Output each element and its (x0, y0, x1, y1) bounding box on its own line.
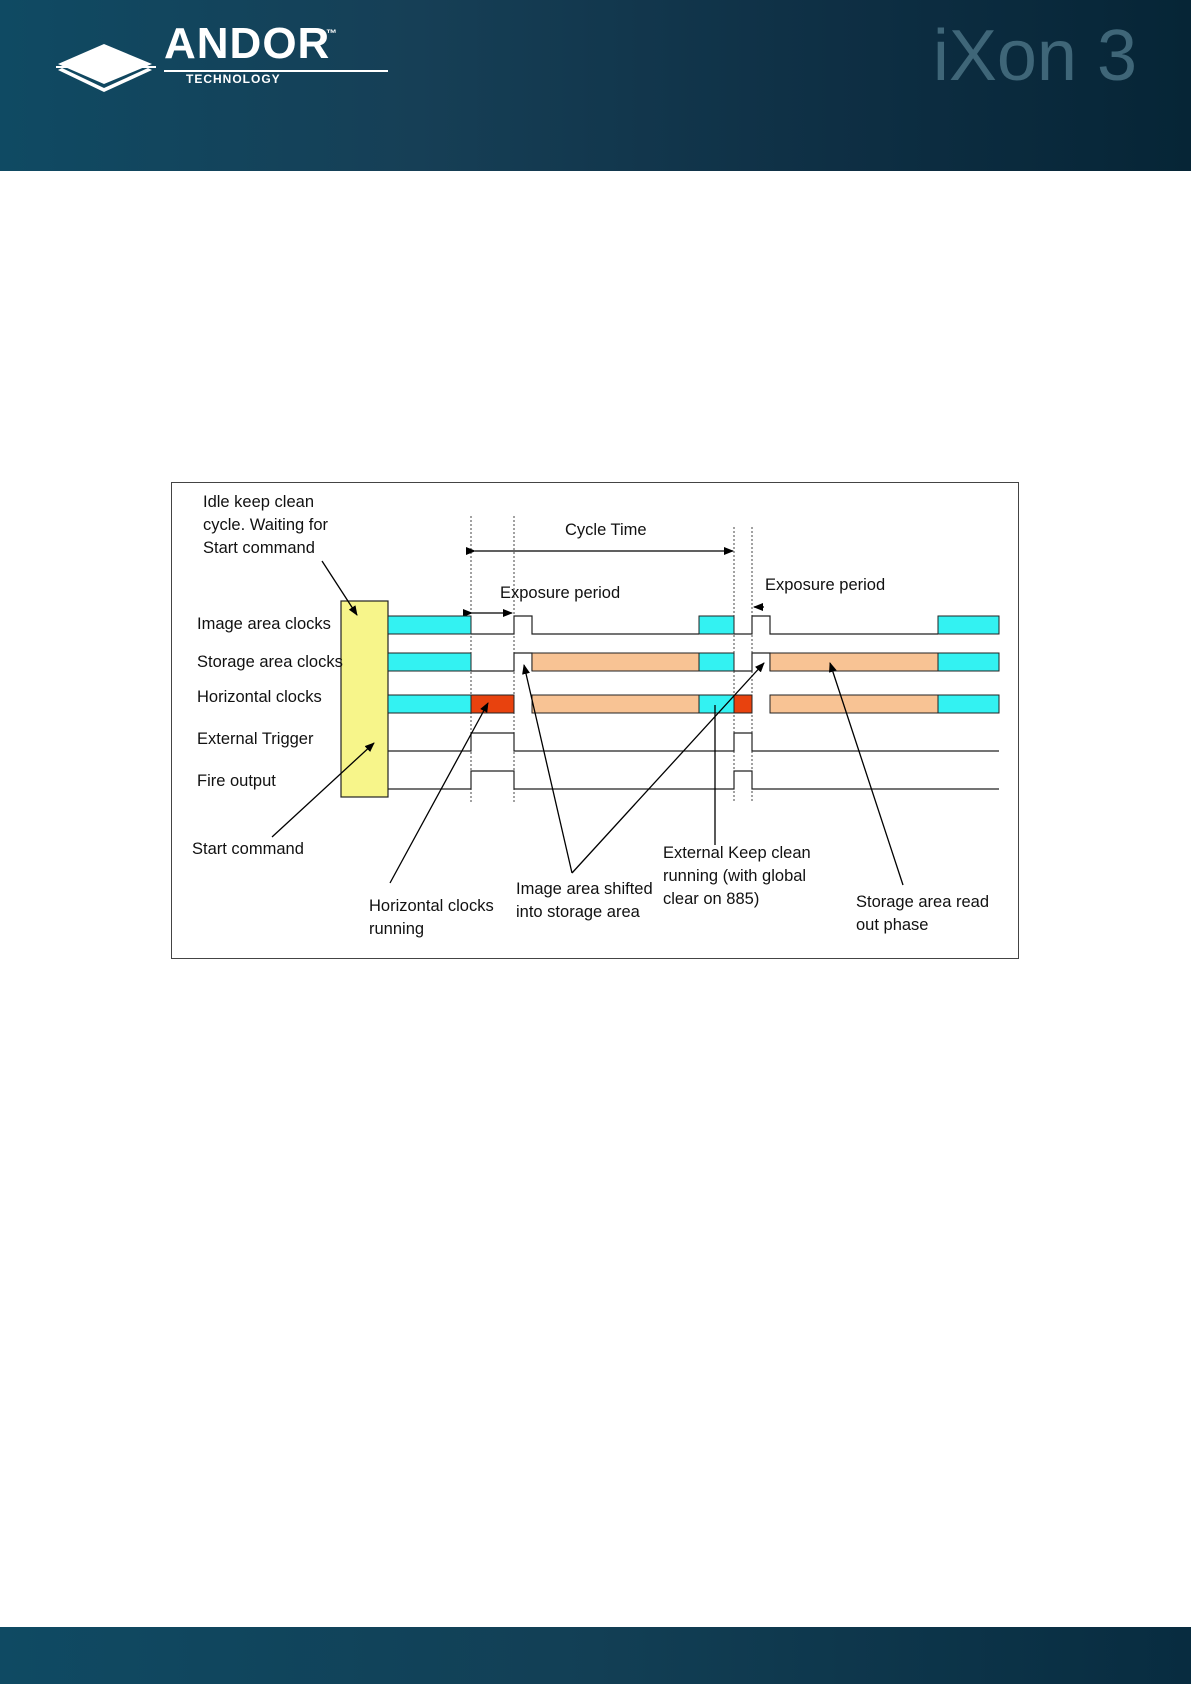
hclocks-note-line: running (369, 920, 424, 938)
signal-label-storage: Storage area clocks (197, 653, 343, 671)
storage-area-clocks-line (734, 652, 771, 672)
horizontal-readout-block (531, 694, 700, 714)
shifted-note-line: Image area shifted (516, 880, 653, 898)
image-keep-clean-block (937, 615, 1000, 635)
storage-area-clocks-line (471, 652, 533, 672)
storage-keep-clean-block (698, 652, 735, 672)
brand-subtitle: TECHNOLOGY (186, 72, 281, 86)
brand-rule (164, 70, 388, 72)
signal-label-horizontal: Horizontal clocks (197, 688, 322, 706)
shifted-note-line: into storage area (516, 903, 641, 921)
page-footer (0, 1627, 1191, 1684)
external-note-line: running (with global (663, 867, 806, 885)
horizontal-readout-block (769, 694, 939, 714)
horizontal-keep-clean-block (937, 694, 1000, 714)
readout-note-line: out phase (856, 916, 928, 934)
horizontal-running-block (470, 694, 515, 714)
annotation-arrow (271, 742, 375, 838)
signal-label-external-trigger: External Trigger (197, 730, 314, 748)
brand-name: ANDOR (164, 19, 331, 68)
product-title: iXon 3 (932, 16, 1137, 96)
signal-label-fire-output: Fire output (197, 772, 276, 790)
annotation-arrow (389, 702, 489, 884)
image-area-clocks-line (734, 615, 938, 635)
timing-diagram: Image area clocks Storage area clocks Ho… (171, 482, 1019, 959)
image-keep-clean-block (698, 615, 735, 635)
idle-note-line: Idle keep clean (203, 493, 314, 511)
hclocks-note-line: Horizontal clocks (369, 897, 494, 915)
image-area-clocks-line (471, 615, 699, 635)
page-header: ANDOR ™ TECHNOLOGY iXon 3 (0, 0, 1191, 171)
image-keep-clean-block (387, 615, 472, 635)
horizontal-running-block (733, 694, 753, 714)
horizontal-keep-clean-block (698, 694, 735, 714)
external-note-line: External Keep clean (663, 844, 811, 862)
horizontal-keep-clean-block (387, 694, 472, 714)
external-trigger-line (388, 732, 999, 752)
annotation-arrow (522, 664, 573, 874)
exposure-label-2: Exposure period (765, 576, 885, 594)
fire-output-line (388, 770, 999, 790)
storage-readout-block (769, 652, 939, 672)
idle-box (340, 600, 389, 798)
storage-keep-clean-block (387, 652, 472, 672)
annotation-arrow (321, 560, 358, 616)
signal-label-image: Image area clocks (197, 615, 331, 633)
timing-diagram-svg: Image area clocks Storage area clocks Ho… (192, 493, 1000, 938)
annotation-arrow (571, 662, 765, 874)
storage-keep-clean-block (937, 652, 1000, 672)
trademark-mark: ™ (326, 28, 337, 40)
andor-wave-icon (56, 44, 156, 92)
idle-note-line: cycle. Waiting for (203, 516, 329, 534)
cycle-time-label: Cycle Time (565, 521, 647, 539)
annotation-arrow (829, 662, 904, 886)
start-command-label: Start command (192, 840, 304, 858)
storage-readout-block (531, 652, 700, 672)
idle-note-line: Start command (203, 539, 315, 557)
andor-logo: ANDOR ™ TECHNOLOGY (56, 19, 388, 102)
external-note-line: clear on 885) (663, 890, 759, 908)
readout-note-line: Storage area read (856, 893, 989, 911)
exposure-label-1: Exposure period (500, 584, 620, 602)
